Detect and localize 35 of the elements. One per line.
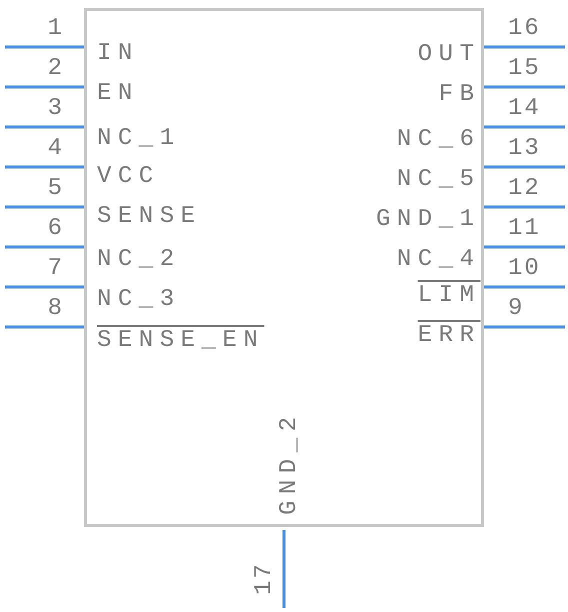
pin-number: 10: [508, 257, 541, 281]
pin-number: 14: [508, 97, 541, 121]
pin-name: GND_1: [376, 208, 480, 232]
pin-number: 15: [508, 57, 541, 81]
pin-name: NC_2: [97, 248, 181, 272]
pin-number: 5: [48, 177, 62, 201]
pin-number: 1: [48, 17, 62, 41]
pin-name: EN: [97, 82, 139, 106]
chip-body: [84, 8, 484, 527]
pin-name: NC_5: [396, 168, 480, 192]
pin-number: 8: [48, 297, 62, 321]
pin-name: FB: [438, 83, 480, 107]
pin-number: 2: [48, 57, 62, 81]
pin-name: SENSE_EN: [97, 329, 264, 353]
pin-number: 12: [508, 177, 541, 201]
pin-number: 11: [508, 217, 541, 241]
pin-name: NC_6: [396, 128, 480, 152]
pin-number: 9: [508, 297, 524, 321]
pin-name: NC_4: [396, 248, 480, 272]
pin-name: LIM: [418, 284, 480, 308]
pin-number: 3: [48, 97, 62, 121]
pin-name: GND_2: [278, 410, 302, 515]
pin-number: 13: [508, 137, 541, 161]
pin-name: OUT: [418, 43, 480, 67]
pin-number: 7: [48, 257, 62, 281]
pin-number: 6: [48, 217, 62, 241]
pin-name: NC_1: [97, 127, 181, 151]
pin-name: VCC: [97, 165, 160, 189]
pin-number: 16: [508, 17, 541, 41]
pin-name: IN: [97, 42, 139, 66]
pin-number: 4: [48, 137, 62, 161]
pin-number: 17: [253, 562, 277, 595]
pin-name: ERR: [418, 324, 480, 348]
pin-name: SENSE: [97, 205, 202, 229]
pin-name: NC_3: [97, 288, 181, 312]
